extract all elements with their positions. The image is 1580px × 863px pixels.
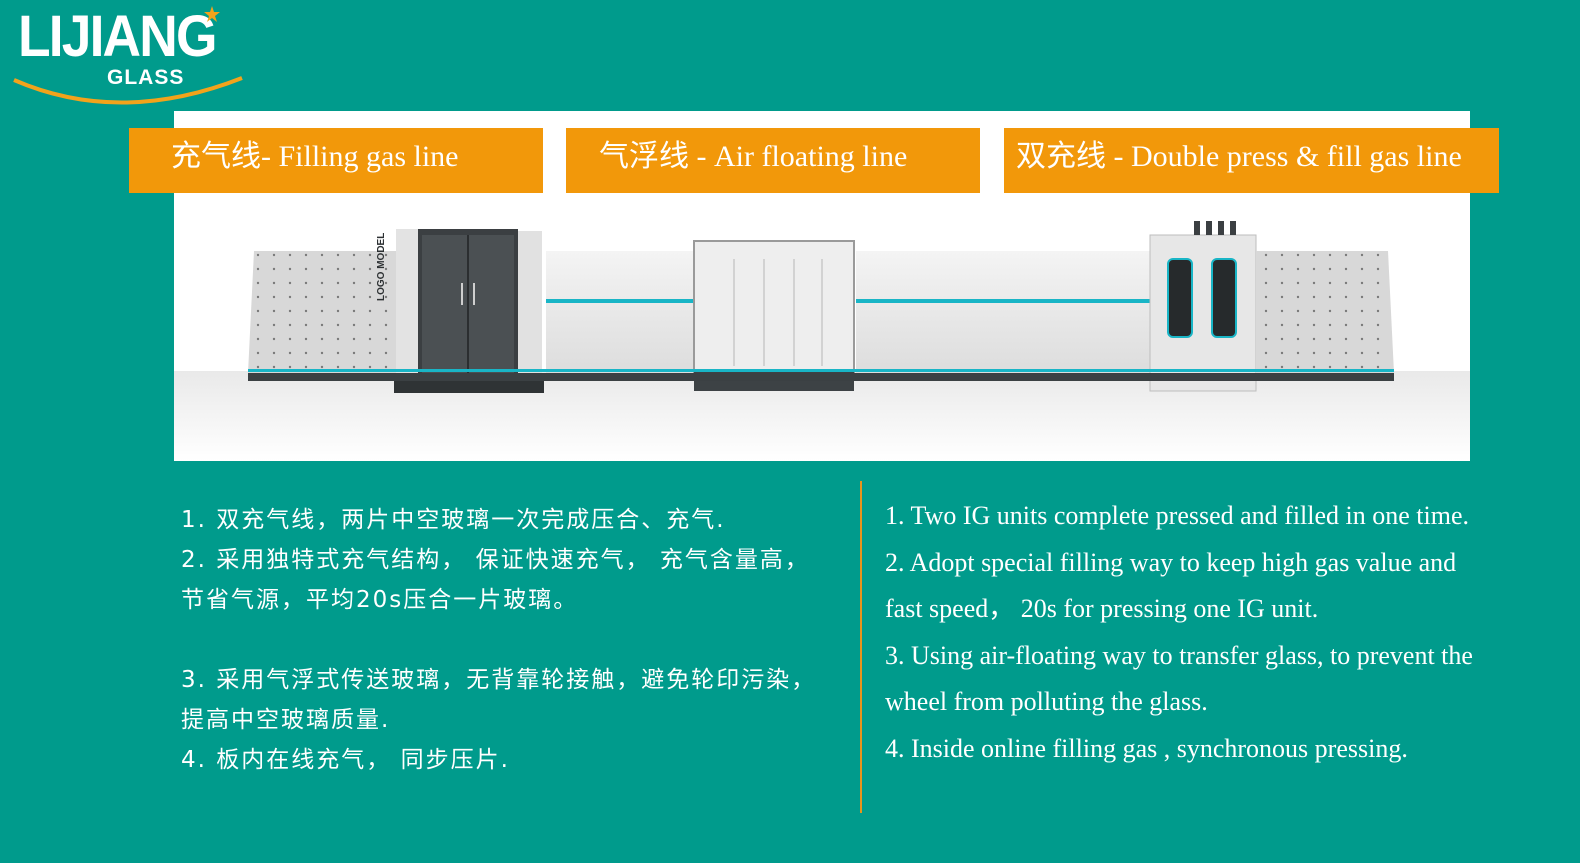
- tab-air-floating-line[interactable]: 气浮线 - Air floating line: [566, 128, 980, 193]
- en-point: 2. Adopt special filling way to keep hig…: [885, 547, 1457, 577]
- tab-en-label: - Filling gas line: [261, 140, 459, 173]
- tab-cn-label: 双充线: [1016, 140, 1106, 173]
- brand-logo: LIJIANG GLASS: [10, 4, 250, 114]
- en-point: 3. Using air-floating way to transfer gl…: [885, 640, 1473, 670]
- column-divider: [860, 481, 862, 813]
- cabinet-label: LOGO MODEL: [376, 232, 387, 301]
- chinese-description: 1. 双充气线，两片中空玻璃一次完成压合、充气. 2. 采用独特式充气结构， 保…: [181, 500, 861, 780]
- tab-en-label: - Double press & fill gas line: [1106, 140, 1462, 173]
- cn-point: 提高中空玻璃质量.: [181, 707, 391, 733]
- cn-point: 3. 采用气浮式传送玻璃，无背靠轮接触，避免轮印污染，: [181, 667, 817, 693]
- cn-point: 4. 板内在线充气， 同步压片.: [181, 747, 510, 773]
- cn-point: 2. 采用独特式充气结构， 保证快速充气， 充气含量高，: [181, 547, 810, 573]
- english-description: 1. Two IG units complete pressed and fil…: [885, 493, 1575, 772]
- tab-cn-label: 充气线: [171, 140, 261, 173]
- en-point: 4. Inside online filling gas , synchrono…: [885, 733, 1408, 763]
- en-point: fast speed， 20s for pressing one IG unit…: [885, 594, 1319, 623]
- en-point: 1. Two IG units complete pressed and fil…: [885, 501, 1470, 530]
- logo-swoosh: [13, 76, 243, 105]
- cn-point: 节省气源，平均20s压合一片玻璃。: [181, 587, 579, 613]
- tab-cn-label: 气浮线: [599, 140, 689, 173]
- brand-sub: GLASS: [107, 66, 185, 89]
- star-icon: [204, 6, 220, 22]
- cn-point: 1. 双充气线，两片中空玻璃一次完成压合、充气.: [181, 507, 726, 533]
- tab-double-press-fill-gas-line[interactable]: 双充线 - Double press & fill gas line: [1004, 128, 1499, 193]
- production-line-illustration: [174, 221, 1470, 461]
- en-point: wheel from polluting the glass.: [885, 687, 1208, 716]
- tab-filling-gas-line[interactable]: 充气线- Filling gas line: [129, 128, 543, 193]
- tab-en-label: - Air floating line: [689, 140, 908, 173]
- spacer: [181, 620, 861, 660]
- brand-name: LIJIANG: [18, 4, 217, 69]
